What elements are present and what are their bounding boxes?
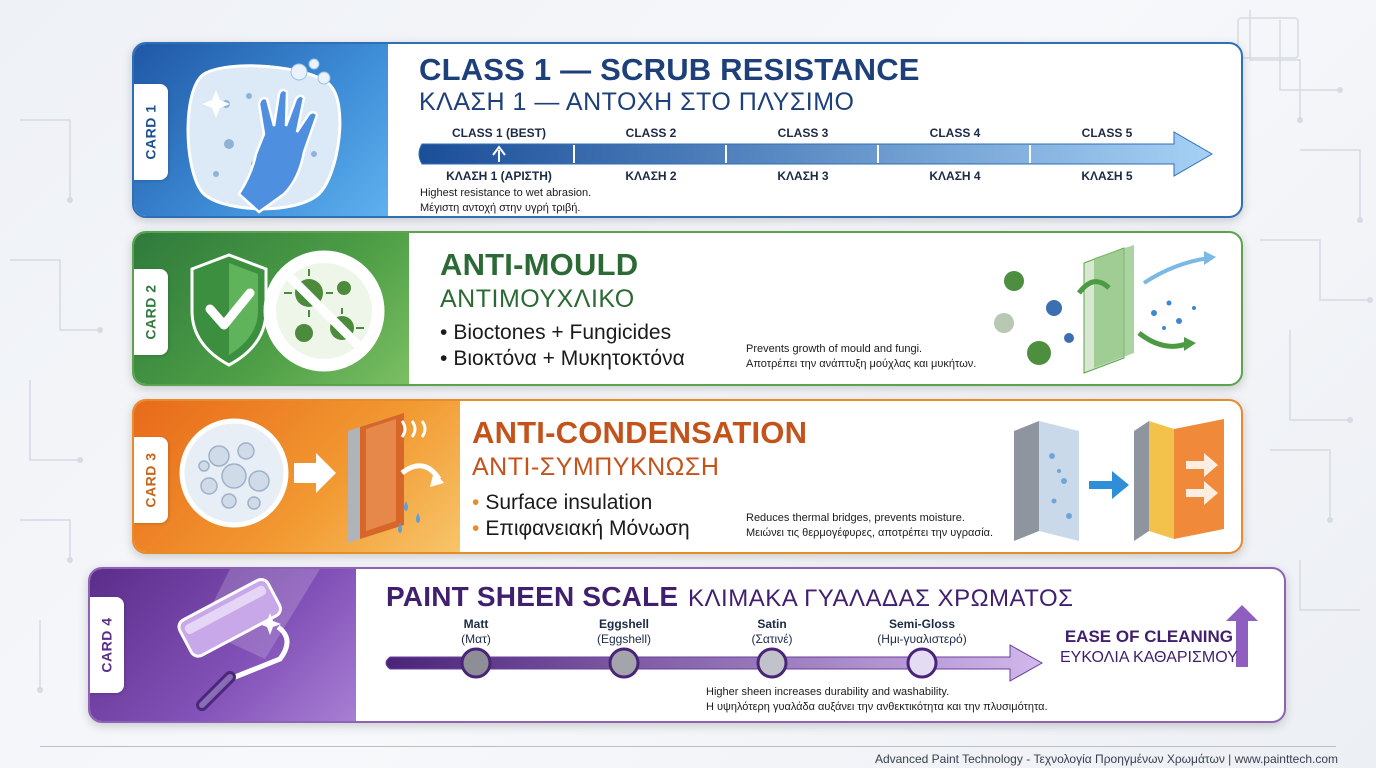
class-label-bottom: ΚΛΑΣΗ 5 (1081, 169, 1133, 183)
ease-of-cleaning-label: EASE OF CLEANING ΕΥΚΟΛΙΑ ΚΑΘΑΡΙΣΜΟΥ (1060, 627, 1238, 666)
sponge-glove-icon (186, 58, 342, 214)
card-4-title-en: PAINT SHEEN SCALE (386, 581, 679, 612)
mould-barrier-illustration (994, 245, 1216, 374)
card-2-title-en: ANTI-MOULD (440, 247, 639, 282)
card-3-bullet: •Surface insulation (472, 491, 653, 514)
card-2-tab: CARD 2 (134, 269, 168, 355)
class-label-top: CLASS 2 (625, 126, 677, 140)
sheen-label: Eggshell(Eggshell) (596, 617, 652, 646)
class-label-top: CLASS 1 (BEST) (451, 126, 547, 140)
class-label-bottom: ΚΛΑΣΗ 4 (929, 169, 981, 183)
card-3-title-gr: ΑΝΤΙ-ΣΥΜΠΥΚΝΩΣΗ (472, 453, 720, 481)
card-1-title-gr: ΚΛΑΣΗ 1 — ΑΝΤΟΧΗ ΣΤΟ ΠΛΥΣΙΜΟ (419, 88, 855, 116)
card-1-note: Highest resistance to wet abrasion.Μέγισ… (420, 187, 592, 214)
class-label-top: CLASS 4 (929, 126, 981, 140)
wall-comparison-illustration (1014, 419, 1224, 541)
class-label-top: CLASS 3 (777, 126, 829, 140)
card-2-note: Prevents growth of mould and fungi.Αποτρ… (746, 343, 977, 370)
card-4-title-gr: ΚΛΙΜΑΚΑ ΓΥΑΛΑΔΑΣ ΧΡΩΜΑΤΟΣ (688, 585, 1074, 612)
class-label-bottom: ΚΛΑΣΗ 2 (625, 169, 677, 183)
footer-divider (40, 746, 1336, 747)
card-4-tab: CARD 4 (90, 597, 124, 693)
microspheres-wall-icon (179, 413, 444, 543)
card-paint-sheen-scale: CARD 4 PAINT SHEEN SCALE ΚΛΙΜΑΚΑ ΓΥΑΛΑΔΑ… (88, 567, 1286, 723)
footer-text: Advanced Paint Technology - Τεχνολογία Π… (874, 752, 1338, 766)
card-1-title-en: CLASS 1 — SCRUB RESISTANCE (419, 52, 920, 87)
class-scale-arrow (418, 131, 1213, 177)
ease-arrow-up-icon (1226, 605, 1258, 667)
card-anti-mould: CARD 2 ANTI-MOULD ΑΝΤΙΜΟΥΧΛΙΚΟ •Bioctone… (132, 231, 1243, 386)
card-4-side-panel (90, 569, 356, 721)
card-3-note: Reduces thermal bridges, prevents moistu… (746, 512, 994, 539)
card-4-note: Higher sheen increases durability and wa… (706, 686, 1048, 713)
class-label-top: CLASS 5 (1081, 126, 1133, 140)
card-2-bullet: •Βιοκτόνα + Μυκητοκτόνα (440, 347, 685, 370)
card-3-bullet: •Επιφανειακή Μόνωση (472, 517, 690, 540)
card-2-title-gr: ΑΝΤΙΜΟΥΧΛΙΚΟ (440, 285, 635, 313)
card-1-tab: CARD 1 (134, 84, 168, 180)
paint-roller-icon (177, 569, 320, 711)
class-label-bottom: ΚΛΑΣΗ 3 (777, 169, 829, 183)
sheen-scale-arrow (385, 605, 1258, 682)
sheen-label: Semi-Gloss(Ημι-γυαλιστερό) (877, 617, 967, 646)
card-1-side-panel (134, 44, 388, 216)
card-3-title-en: ANTI-CONDENSATION (472, 415, 808, 450)
shield-no-mould-icon (190, 250, 385, 372)
class-label-bottom: ΚΛΑΣΗ 1 (ΑΡΙΣΤΗ) (446, 169, 552, 183)
card-scrub-resistance: CARD 1 CLASS 1 — SCRUB RESISTANCE ΚΛΑΣΗ … (132, 42, 1243, 218)
sheen-label: Matt(Ματ) (461, 617, 491, 646)
sheen-label: Satin(Σατινέ) (751, 617, 793, 646)
card-2-bullet: •Bioctones + Fungicides (440, 321, 672, 344)
card-anti-condensation: CARD 3 ANTI-CONDENSATION ΑΝΤΙ-ΣΥΜΠΥΚΝΩΣΗ… (132, 399, 1243, 554)
card-2-side-panel (134, 233, 409, 384)
card-3-tab: CARD 3 (134, 437, 168, 523)
card-3-side-panel (134, 401, 460, 552)
